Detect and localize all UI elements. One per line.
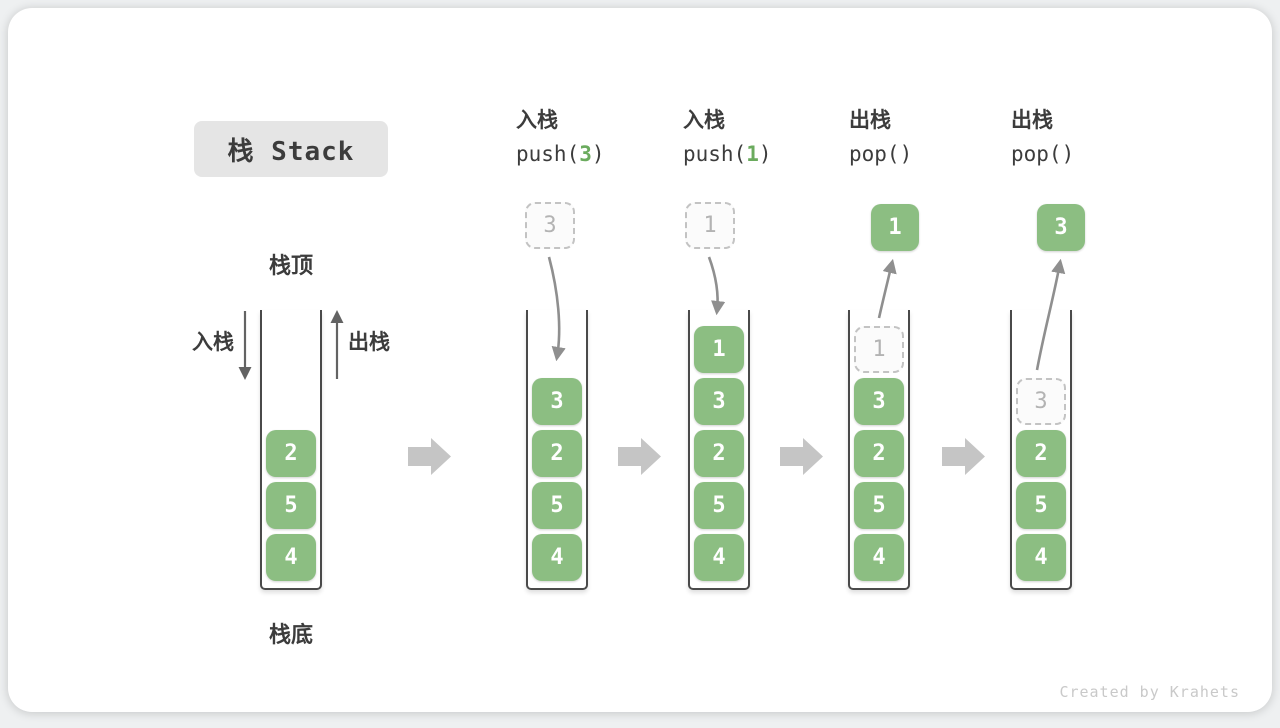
- next-step-arrow-icon: [780, 438, 823, 475]
- stack-block: 4: [854, 534, 904, 581]
- next-step-arrow-icon: [618, 438, 661, 475]
- code-arg: 1: [746, 142, 759, 166]
- operation-label-push-3: 入栈 push(3): [516, 110, 676, 165]
- stack-block: 5: [854, 482, 904, 529]
- stack-block: 1: [694, 326, 744, 373]
- stack-block: 3: [532, 378, 582, 425]
- op-title: 入栈: [516, 109, 558, 132]
- operation-label-pop-3: 出栈 pop(): [1011, 110, 1171, 165]
- op-code: push(3): [516, 144, 676, 165]
- removed-value-ghost-box: 1: [854, 326, 904, 373]
- pushed-value-ghost-box: 1: [685, 202, 735, 249]
- stack-block: 2: [694, 430, 744, 477]
- code-open: push(: [516, 142, 580, 166]
- code-close: ): [899, 142, 913, 166]
- stack-block: 5: [532, 482, 582, 529]
- stack-container-5: 3 2 5 4: [1010, 310, 1072, 590]
- watermark: Created by Krahets: [1059, 683, 1240, 701]
- next-step-arrow-icon: [942, 438, 985, 475]
- popped-value-box: 3: [1037, 204, 1085, 251]
- stack-container-3: 1 3 2 5 4: [688, 310, 750, 590]
- stack-block: 2: [532, 430, 582, 477]
- push-side-label: 入栈: [192, 331, 234, 354]
- pop-side-label: 出栈: [348, 331, 390, 354]
- op-code: push(1): [683, 144, 843, 165]
- op-title: 出栈: [849, 109, 891, 132]
- stack-bottom-label: 栈底: [268, 622, 313, 647]
- stack-block: 4: [694, 534, 744, 581]
- operation-label-push-1: 入栈 push(1): [683, 110, 843, 165]
- op-title: 出栈: [1011, 109, 1053, 132]
- code-open: pop(: [849, 142, 900, 166]
- diagram-card: 栈 Stack 入栈 push(3) 入栈 push(1) 出栈 pop() 出…: [8, 8, 1272, 712]
- title-chip: 栈 Stack: [194, 121, 388, 177]
- stack-block: 2: [266, 430, 316, 477]
- stack-block: 4: [266, 534, 316, 581]
- op-code: pop(): [1011, 144, 1171, 165]
- stack-block: 3: [854, 378, 904, 425]
- next-step-arrow-icon: [408, 438, 451, 475]
- stack-block: 5: [266, 482, 316, 529]
- code-open: pop(: [1011, 142, 1062, 166]
- code-arg: 3: [579, 142, 592, 166]
- stack-block: 4: [532, 534, 582, 581]
- op-code: pop(): [849, 144, 1009, 165]
- code-close: ): [758, 142, 772, 166]
- stack-block: 5: [1016, 482, 1066, 529]
- operation-label-pop-1: 出栈 pop(): [849, 110, 1009, 165]
- code-close: ): [591, 142, 605, 166]
- popped-value-box: 1: [871, 204, 919, 251]
- removed-value-ghost-box: 3: [1016, 378, 1066, 425]
- pushed-value-ghost-box: 3: [525, 202, 575, 249]
- stack-block: 2: [1016, 430, 1066, 477]
- stack-top-label: 栈顶: [268, 253, 313, 278]
- stack-block: 3: [694, 378, 744, 425]
- code-open: push(: [683, 142, 747, 166]
- stack-block: 5: [694, 482, 744, 529]
- stack-container-4: 1 3 2 5 4: [848, 310, 910, 590]
- stack-container-2: 3 2 5 4: [526, 310, 588, 590]
- push-curved-arrow-icon: [707, 256, 726, 316]
- code-close: ): [1061, 142, 1075, 166]
- title-text: 栈 Stack: [227, 136, 355, 167]
- op-title: 入栈: [683, 109, 725, 132]
- stack-container-1: 2 5 4: [260, 310, 322, 590]
- stack-block: 4: [1016, 534, 1066, 581]
- stack-block: 2: [854, 430, 904, 477]
